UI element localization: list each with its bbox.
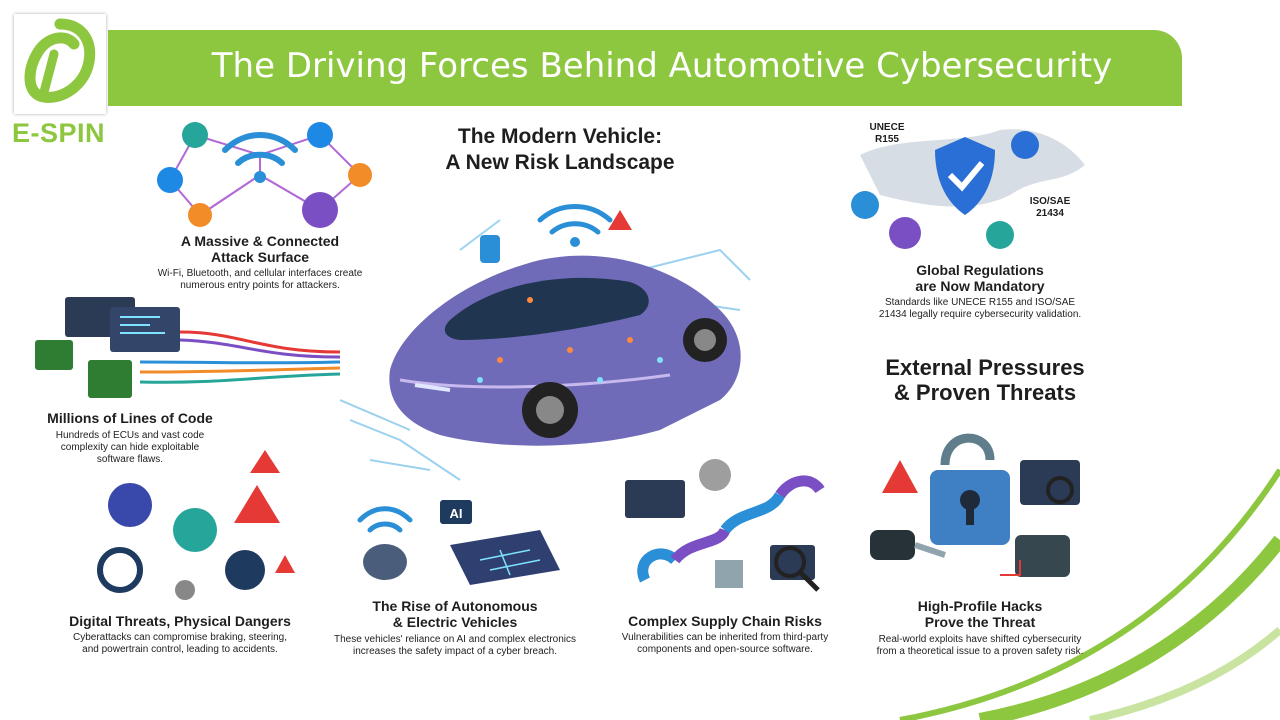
attack-surface-body: Wi-Fi, Bluetooth, and cellular interface… <box>157 268 363 291</box>
attack-surface-title: A Massive & Connected Attack Surface <box>180 233 340 265</box>
car-warning-icon <box>608 210 632 230</box>
e-spin-logo-icon <box>24 18 96 103</box>
connected-car-illustration <box>340 204 751 481</box>
control-panel-icon <box>1015 535 1070 577</box>
logo-badge <box>14 14 106 114</box>
supply-chain-title: Complex Supply Chain Risks <box>628 613 822 629</box>
tower-node-icon <box>302 192 338 228</box>
signal-node-icon-2 <box>188 203 212 227</box>
external-pressures-heading: External Pressures & Proven Threats <box>885 355 1085 405</box>
lines-of-code-body: Hundreds of ECUs and vast code complexit… <box>55 430 205 465</box>
vehicle-controls-illustration <box>97 450 295 600</box>
regulations-illustration <box>851 129 1085 249</box>
code-panel-icon <box>625 480 685 518</box>
battery-board-icon <box>450 530 560 585</box>
regulations-title: Global Regulations are Now Mandatory <box>915 262 1045 294</box>
settings-gear-icon <box>889 217 921 249</box>
supply-chain-body: Vulnerabilities can be inherited from th… <box>621 632 829 655</box>
network-illustration <box>157 122 372 228</box>
hacks-body: Real-world exploits have shifted cyberse… <box>876 634 1084 657</box>
hacks-title: High-Profile Hacks Prove the Threat <box>917 598 1043 630</box>
car-wifi-icon <box>537 204 613 235</box>
bluetooth-node-icon-2 <box>157 167 183 193</box>
wifi-icon <box>222 132 298 166</box>
lines-of-code-title: Millions of Lines of Code <box>47 410 213 426</box>
digital-threats-body: Cyberattacks can compromise braking, ste… <box>73 632 287 655</box>
small-shield-icon <box>986 221 1014 249</box>
page-title: The Driving Forces Behind Automotive Cyb… <box>211 46 1113 86</box>
hack-warning-icon <box>882 460 918 493</box>
gear-icon-2 <box>699 459 731 491</box>
chip-icon <box>35 340 73 370</box>
regulations-body: Standards like UNECE R155 and ISO/SAE 21… <box>878 297 1082 320</box>
lidar-sensor-icon <box>363 544 407 580</box>
car-key-icon <box>870 530 915 560</box>
hack-magnifier-icon <box>1046 476 1074 504</box>
magnifier-icon <box>774 546 806 578</box>
signal-wifi-icon <box>357 506 413 533</box>
signal-node-icon <box>348 163 372 187</box>
driver-icon <box>173 508 217 552</box>
alert-icon <box>234 485 280 523</box>
wifi-node-icon <box>182 122 208 148</box>
gear-icon <box>175 580 195 600</box>
hacks-illustration <box>870 433 1080 577</box>
small-warning-icon <box>275 555 295 573</box>
title-banner <box>108 30 1182 106</box>
steering-wheel-icon <box>97 547 143 593</box>
broken-cube-icon <box>715 560 743 588</box>
swoosh-decoration <box>899 468 1280 720</box>
chip-icon-2 <box>88 360 132 398</box>
code-ecu-illustration <box>35 297 341 398</box>
code-window-icon-2 <box>110 307 180 352</box>
autonomous-title: The Rise of Autonomous & Electric Vehicl… <box>372 598 538 630</box>
center-title: The Modern Vehicle: A New Risk Landscape <box>445 125 675 174</box>
ai-chip-label: AI <box>450 506 463 521</box>
globe-icon <box>851 191 879 219</box>
autonomous-body: These vehicles' reliance on AI and compl… <box>333 634 577 657</box>
logo-text: E-SPIN <box>12 118 106 148</box>
bluetooth-node-icon <box>307 122 333 148</box>
globe-shield-icon <box>1011 131 1039 159</box>
gauge-icon <box>108 483 152 527</box>
supply-chain-illustration <box>625 459 825 592</box>
warning-icon <box>250 450 280 473</box>
iso-badge: ISO/SAE 21434 <box>1029 196 1071 219</box>
open-padlock-shackle-icon <box>940 433 995 466</box>
autonomous-ev-illustration: AI <box>357 500 560 585</box>
digital-threats-title: Digital Threats, Physical Dangers <box>69 613 291 629</box>
unece-badge: UNECE R155 <box>869 122 905 145</box>
engine-icon <box>225 550 265 590</box>
shield-check-icon <box>935 137 995 215</box>
car-bluetooth-icon <box>480 235 500 263</box>
